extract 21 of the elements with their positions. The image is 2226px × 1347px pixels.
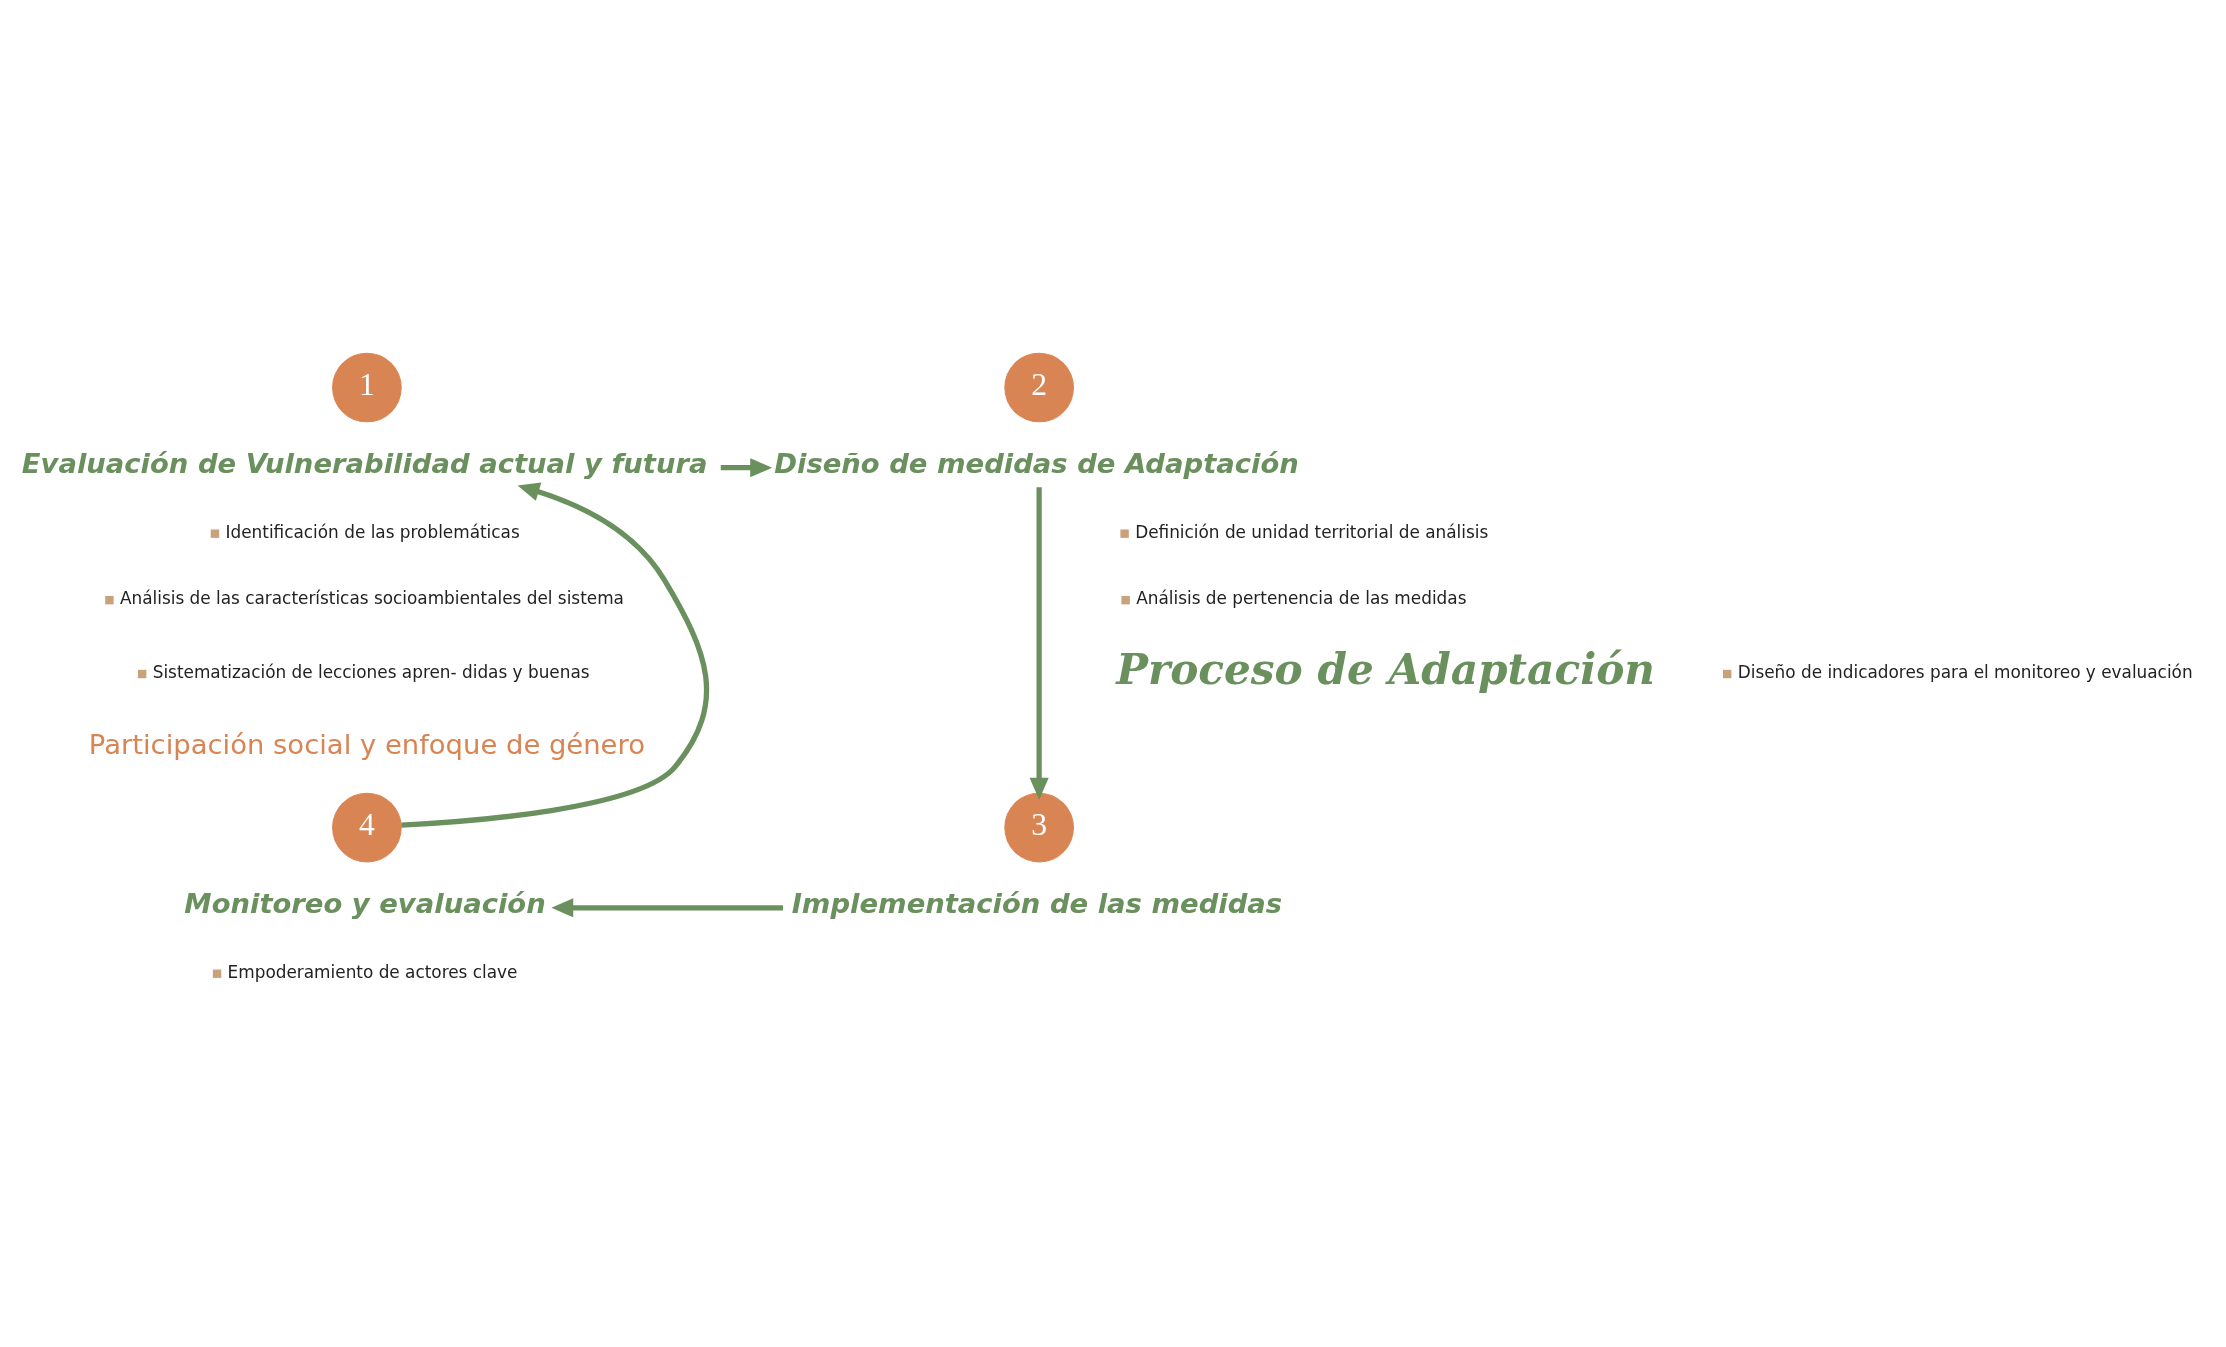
node-text: Diseño de medidas de Adaptación <box>774 448 1299 480</box>
label: Análisis de pertenencia de las medidas <box>1136 588 1467 609</box>
arrow <box>720 458 773 478</box>
node-circle: 4 <box>332 792 402 863</box>
node-circle: 2 <box>1004 352 1074 423</box>
node-text: Monitoreo y evaluación <box>184 888 546 920</box>
label: Identificación de las problemáticas <box>225 521 520 542</box>
node-text: Evaluación de Vulnerabilidad actual y futura <box>21 448 708 480</box>
arrow <box>401 482 710 828</box>
arrow <box>551 898 784 918</box>
node-circle: 3 <box>1004 792 1074 863</box>
label: Sistematización de lecciones apren- didas y buenas <box>152 662 590 683</box>
label: Definición de unidad territorial de análisis <box>1135 521 1489 542</box>
label: Proceso de Adaptación <box>1116 643 1656 694</box>
node-text: Implementación de las medidas <box>791 888 1283 920</box>
label: Análisis de las características socioambientales del sistema <box>119 588 624 609</box>
label: Empoderamiento de actores clave <box>227 961 518 982</box>
node-circle: 1 <box>332 352 402 423</box>
label: Participación social y enfoque de género <box>88 729 645 761</box>
label: Diseño de indicadores para el monitoreo y evaluación <box>1737 662 2193 683</box>
arrow <box>1029 487 1049 800</box>
